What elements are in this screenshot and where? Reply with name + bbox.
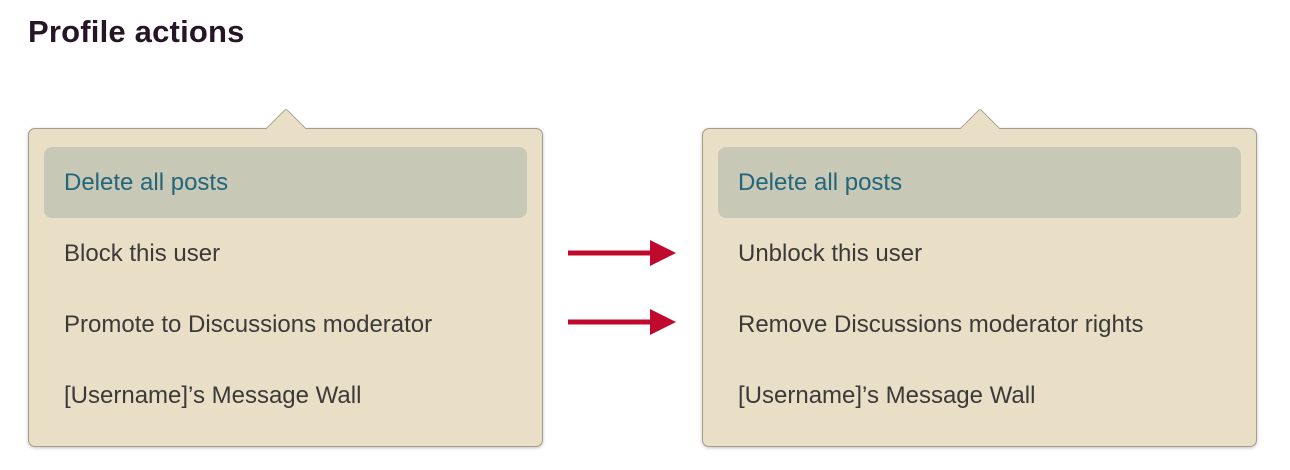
menu-item-unblock-this-user[interactable]: Unblock this user [738, 239, 923, 267]
menu-item-delete-all-posts[interactable]: Delete all posts [718, 147, 1241, 218]
right-arrow-icon [568, 240, 676, 266]
profile-actions-menu-before: Delete all posts Block this user Promote… [28, 107, 543, 447]
menu-item-block-this-user[interactable]: Block this user [64, 239, 221, 267]
page-title: Profile actions [28, 14, 245, 49]
menu-item-remove-discussions-moderator-rights[interactable]: Remove Discussions moderator rights [738, 310, 1144, 338]
menu-item-message-wall[interactable]: [Username]’s Message Wall [738, 381, 1036, 409]
menu-item-delete-all-posts[interactable]: Delete all posts [44, 147, 527, 218]
menu-item-message-wall[interactable]: [Username]’s Message Wall [64, 381, 362, 409]
menu-list-before: Delete all posts Block this user Promote… [29, 129, 542, 447]
menu-item-promote-discussions-moderator[interactable]: Promote to Discussions moderator [64, 310, 433, 338]
menu-list-after: Delete all posts Unblock this user Remov… [703, 129, 1256, 447]
profile-actions-menu-after: Delete all posts Unblock this user Remov… [702, 107, 1257, 447]
right-arrow-icon [568, 309, 676, 335]
